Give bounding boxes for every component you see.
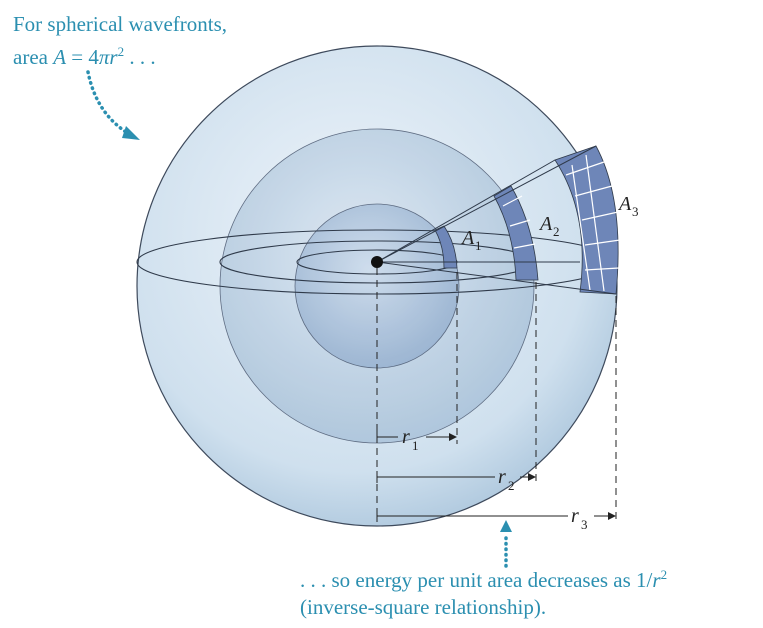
patch-a3-grid xyxy=(585,154,605,292)
ray-lower xyxy=(376,261,617,295)
caption-top-suffix: . . . xyxy=(124,45,156,69)
caption-top-pi: π xyxy=(98,45,110,69)
patch-a2-grid xyxy=(509,219,531,227)
caption-top-r: r xyxy=(109,45,118,69)
label-r1: r xyxy=(402,426,410,448)
label-r3-sub: 3 xyxy=(581,517,588,532)
label-a1-sub: 1 xyxy=(475,238,482,253)
patch-a1 xyxy=(434,225,458,269)
label-a3: A xyxy=(617,193,632,215)
pointer-arrow-top xyxy=(86,70,140,140)
label-r2-sub: 2 xyxy=(508,478,515,493)
caption-bottom-exp: 2 xyxy=(660,567,668,582)
patch-a2-grid xyxy=(513,243,536,249)
label-r2: r xyxy=(498,466,506,488)
source-point xyxy=(371,256,383,268)
patch-a3-grid xyxy=(584,239,621,246)
patch-a3-grid xyxy=(571,164,591,291)
patch-a3-grid xyxy=(584,267,620,271)
ray-upper xyxy=(376,145,597,263)
caption-spherical-wavefronts: For spherical wavefronts, area A = 4πr2 … xyxy=(13,11,227,71)
caption-bottom-prefix: . . . so energy per unit area decreases … xyxy=(300,568,653,592)
caption-top-var: A xyxy=(53,45,67,69)
patch-a3-grid xyxy=(565,161,605,176)
dimension-r1 xyxy=(376,431,457,443)
label-r1-sub: 1 xyxy=(412,438,419,453)
caption-inverse-square: . . . so energy per unit area decreases … xyxy=(300,561,667,621)
caption-bottom-line1: . . . so energy per unit area decreases … xyxy=(300,561,667,594)
patch-a3 xyxy=(554,145,619,295)
patch-a3-grid xyxy=(581,211,619,221)
label-a2-sub: 2 xyxy=(553,224,560,239)
caption-bottom-line2: (inverse-square relationship). xyxy=(300,595,547,619)
dimension-r2 xyxy=(376,471,536,483)
caption-top-line2: area A = 4πr2 . . . xyxy=(13,38,227,71)
label-r3: r xyxy=(571,505,579,527)
caption-top-eq: = 4 xyxy=(66,45,99,69)
patch-a2 xyxy=(493,185,539,281)
label-a1: A xyxy=(460,227,475,249)
caption-top-exp: 2 xyxy=(117,44,125,59)
label-a2: A xyxy=(538,213,553,235)
caption-top-prefix: area xyxy=(13,45,54,69)
caption-bottom-r: r xyxy=(652,568,661,592)
pointer-arrow-bottom xyxy=(500,520,512,568)
dimension-r3 xyxy=(376,510,616,522)
label-a3-sub: 3 xyxy=(632,204,639,219)
ray-upper-inner xyxy=(376,159,556,263)
patch-a2-grid xyxy=(502,195,523,207)
caption-top-line1: For spherical wavefronts, xyxy=(13,12,228,36)
patch-a3-grid xyxy=(574,185,613,197)
